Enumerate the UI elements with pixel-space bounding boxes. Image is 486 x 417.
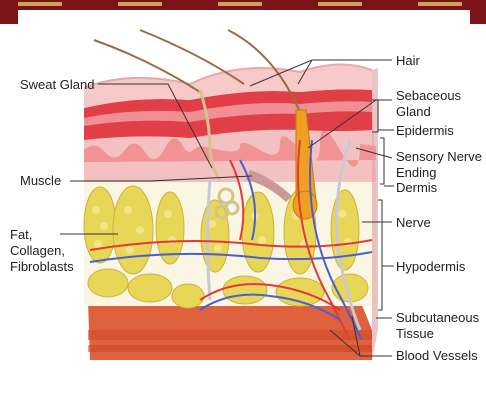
label-sebaceous-gland: Sebaceous Gland xyxy=(396,88,461,120)
label-dermis: Dermis xyxy=(396,180,437,196)
label-blood-vessels: Blood Vessels xyxy=(396,348,478,364)
label-fat-collagen-fibroblasts: Fat, Collagen, Fibroblasts xyxy=(10,227,74,275)
label-hypodermis: Hypodermis xyxy=(396,259,465,275)
label-nerve: Nerve xyxy=(396,215,431,231)
label-muscle: Muscle xyxy=(20,173,61,189)
label-sweat-gland: Sweat Gland xyxy=(20,77,94,93)
label-hair: Hair xyxy=(396,53,420,69)
label-subcutaneous-tissue: Subcutaneous Tissue xyxy=(396,310,479,342)
label-sensory-nerve-ending: Sensory Nerve Ending xyxy=(396,149,482,181)
label-epidermis: Epidermis xyxy=(396,123,454,139)
